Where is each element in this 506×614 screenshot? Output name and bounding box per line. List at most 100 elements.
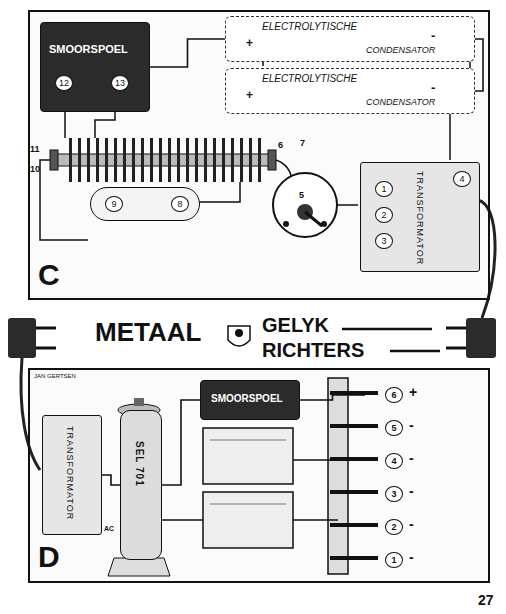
wire [293, 519, 338, 521]
rectifier-stack [66, 138, 262, 182]
transformer: TRANSFORMATOR1234 [360, 162, 480, 272]
banner-text: GELYK [262, 314, 329, 337]
terminal-rod [330, 393, 378, 558]
page-number: 27 [478, 592, 494, 608]
emblem [228, 326, 250, 346]
plug [8, 318, 36, 358]
node-text: 2 [385, 519, 403, 535]
node-text: D [38, 540, 60, 575]
socket: 98 [90, 187, 200, 221]
node-text: C [38, 258, 60, 293]
emblem [235, 329, 243, 337]
terminal-rod [330, 424, 378, 428]
banner-line [390, 350, 440, 353]
selenium-cap [108, 558, 170, 576]
node-text: - [409, 549, 414, 565]
choke-frame [203, 492, 293, 548]
node-text: CONDENSATOR [366, 45, 435, 55]
wire [293, 459, 338, 461]
wire [160, 519, 203, 521]
plug [8, 318, 496, 358]
output-terminal: 6+ [365, 382, 445, 408]
node-text: 8 [171, 196, 189, 212]
switch [273, 173, 337, 237]
node-text: + [246, 37, 253, 51]
rectifier-stack [50, 138, 276, 182]
node-text: - [409, 450, 414, 466]
emblem [228, 326, 250, 346]
terminal-number: 11 [30, 144, 40, 154]
node-text: ELECTROLYTISCHE [262, 21, 357, 33]
node-text: 4 [453, 171, 471, 187]
choke-coil: SMOORSPOEL 12 13 [40, 22, 150, 112]
choke-frame [210, 440, 286, 504]
terminal-label: AC [104, 525, 114, 533]
node-text: 12 [55, 75, 73, 91]
node-text: - [409, 516, 414, 532]
node-text: SEL 701 [133, 441, 145, 487]
terminal-number: 6 [278, 140, 283, 150]
wire [102, 475, 120, 485]
panel-ground [28, 368, 490, 583]
node-text: SMOORSPOEL [211, 393, 283, 405]
node-text: 5 [385, 420, 403, 436]
node-text: 3 [385, 486, 403, 502]
capacitor: ELECTROLYTISCHE + -CONDENSATOR [225, 16, 475, 62]
node-text: TRANSFORMATOR [415, 171, 425, 265]
panel: CSMOORSPOEL1213ELECTROLYTISCHE+-CONDENSA… [28, 10, 490, 300]
signature: JAN GERTSEN [34, 373, 76, 380]
node-text: SMOORSPOEL [49, 43, 128, 56]
wire [337, 204, 358, 206]
node-text: 2 [375, 207, 393, 223]
terminal-strip [328, 378, 348, 574]
node-text: - [409, 417, 414, 433]
wire [160, 460, 338, 520]
switch [321, 221, 327, 227]
wire [449, 112, 451, 160]
terminal-number: 10 [30, 164, 40, 174]
node-text: CONDENSATOR [366, 97, 435, 107]
wire [475, 39, 483, 91]
switch [305, 212, 322, 226]
rectifier-stack [50, 150, 58, 170]
transformer: TRANSFORMATOR [42, 415, 102, 535]
plug [466, 318, 496, 358]
node-text: 9 [105, 196, 123, 212]
terminal-rod [330, 556, 378, 560]
panel: DTRANSFORMATORSEL 701SMOORSPOEL6+5-4-3-2… [28, 368, 490, 583]
terminal-strip [328, 378, 348, 574]
plug [36, 328, 56, 348]
wire [150, 39, 225, 67]
node-text: TRANSFORMATOR [65, 426, 75, 520]
wire [300, 395, 365, 400]
panel-ground [28, 10, 490, 300]
wire [198, 182, 240, 202]
cable [478, 200, 495, 318]
selenium-cap [108, 398, 170, 576]
node-text: 6 [385, 387, 403, 403]
banner-text: METAAL [95, 318, 201, 348]
node-text: 1 [385, 552, 403, 568]
output-terminal: 4- [365, 448, 445, 474]
node-text: 3 [375, 233, 393, 249]
node-text: 13 [111, 75, 129, 91]
node-text: ELECTROLYTISCHE [262, 73, 357, 85]
node-text: - [431, 29, 435, 44]
switch [273, 173, 337, 237]
choke-coil: SMOORSPOEL [200, 380, 300, 420]
output-terminal: 5- [365, 415, 445, 441]
output-terminal: 2- [365, 514, 445, 540]
rectifier-stack [268, 150, 276, 170]
terminal-rod [330, 490, 378, 494]
node-text: 4 [385, 453, 403, 469]
node-text: + [409, 384, 417, 400]
switch [283, 221, 289, 227]
banner-text: RICHTERS [262, 339, 364, 362]
terminal-number: 7 [300, 138, 305, 148]
wire [162, 400, 200, 485]
capacitor: ELECTROLYTISCHE+-CONDENSATOR [225, 68, 475, 114]
terminal-rod [330, 523, 378, 527]
choke-frame [203, 428, 293, 548]
selenium-cap [134, 398, 144, 406]
output-terminal: 1- [365, 547, 445, 573]
